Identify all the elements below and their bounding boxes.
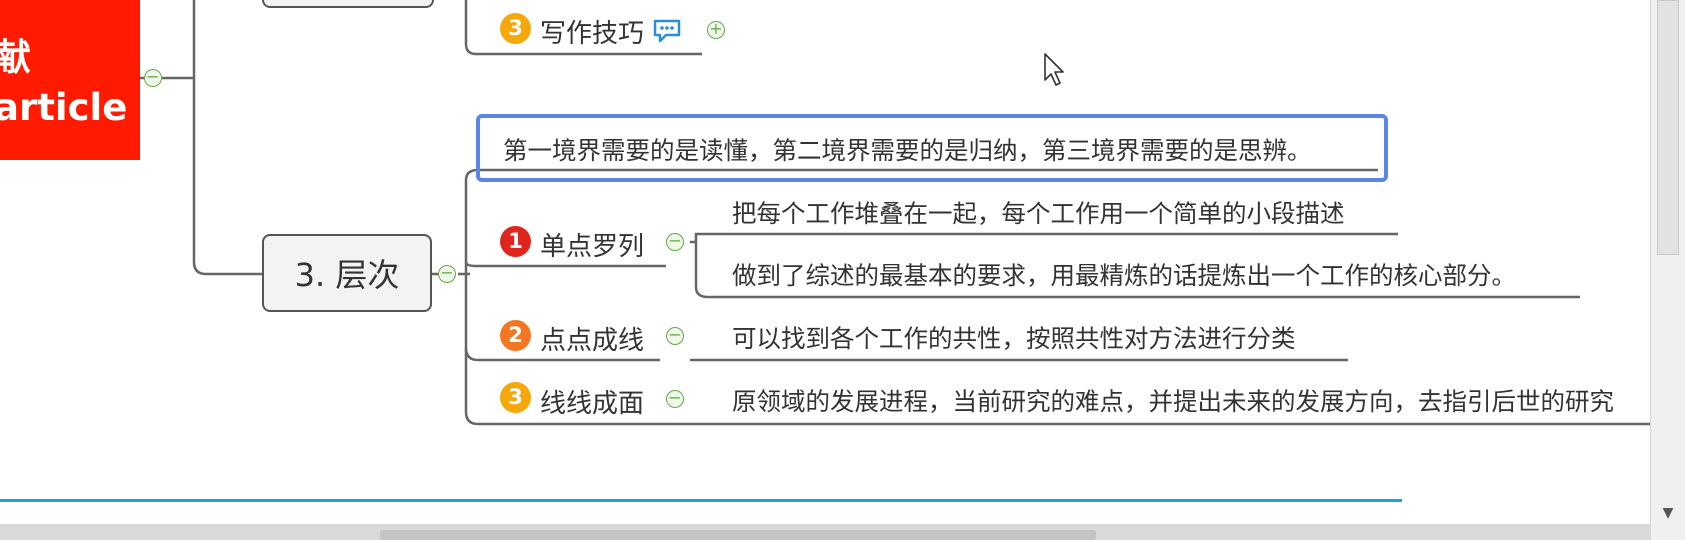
priority-3-icon: 3: [500, 382, 531, 413]
root-topic-line2: article: [0, 86, 128, 129]
leaf-single-point-1[interactable]: 把每个工作堆叠在一起，每个工作用一个简单的小段描述: [732, 199, 1345, 228]
comment-icon[interactable]: [652, 16, 682, 46]
leaf-lines-to-plane-1[interactable]: 原领域的发展进程，当前研究的难点，并提出未来的发展方向，去指引后世的研究: [732, 387, 1614, 416]
branch-points-to-line[interactable]: 点点成线: [540, 326, 645, 356]
vertical-scrollbar-thumb[interactable]: [1657, 0, 1679, 255]
root-collapse-button[interactable]: −: [144, 69, 162, 87]
priority-2-icon: 2: [500, 320, 531, 351]
previous-topic-node[interactable]: [262, 0, 434, 8]
topic-layers-label: 3. 层次: [294, 256, 400, 294]
branch-lines-to-plane-collapse-button[interactable]: −: [666, 390, 684, 408]
root-topic[interactable]: 献 article: [0, 0, 140, 160]
horizontal-scrollbar-thumb[interactable]: [380, 530, 1096, 540]
topic-layers-collapse-button[interactable]: −: [438, 265, 456, 283]
mouse-pointer-icon: [1044, 53, 1064, 86]
priority-3-icon: 3: [500, 13, 531, 44]
leaf-points-to-line-1[interactable]: 可以找到各个工作的共性，按照共性对方法进行分类: [732, 324, 1296, 353]
topic-layers[interactable]: 3. 层次: [262, 234, 432, 312]
vertical-scrollbar[interactable]: ▼: [1650, 0, 1685, 540]
branch-lines-to-plane[interactable]: 线线成面: [540, 389, 645, 419]
priority-1-icon: 1: [500, 226, 531, 257]
leaf-single-point-2[interactable]: 做到了综述的最基本的要求，用最精炼的话提炼出一个工作的核心部分。: [732, 261, 1516, 290]
root-topic-line1: 献: [0, 36, 31, 79]
branch-single-point-collapse-button[interactable]: −: [666, 233, 684, 251]
selected-topic-frame[interactable]: [476, 114, 1388, 182]
plus-circle-icon[interactable]: +: [707, 21, 725, 39]
page-boundary-rule: [0, 499, 1402, 502]
branch-single-point[interactable]: 单点罗列: [540, 232, 645, 262]
connector-lines: [140, 0, 1650, 426]
branch-points-to-line-collapse-button[interactable]: −: [666, 327, 684, 345]
writing-tips-topic[interactable]: 写作技巧: [540, 19, 645, 49]
summary-topic[interactable]: 第一境界需要的是读懂，第二境界需要的是归纳，第三境界需要的是思辨。: [503, 136, 1312, 165]
chevron-down-icon[interactable]: ▼: [1662, 505, 1674, 521]
